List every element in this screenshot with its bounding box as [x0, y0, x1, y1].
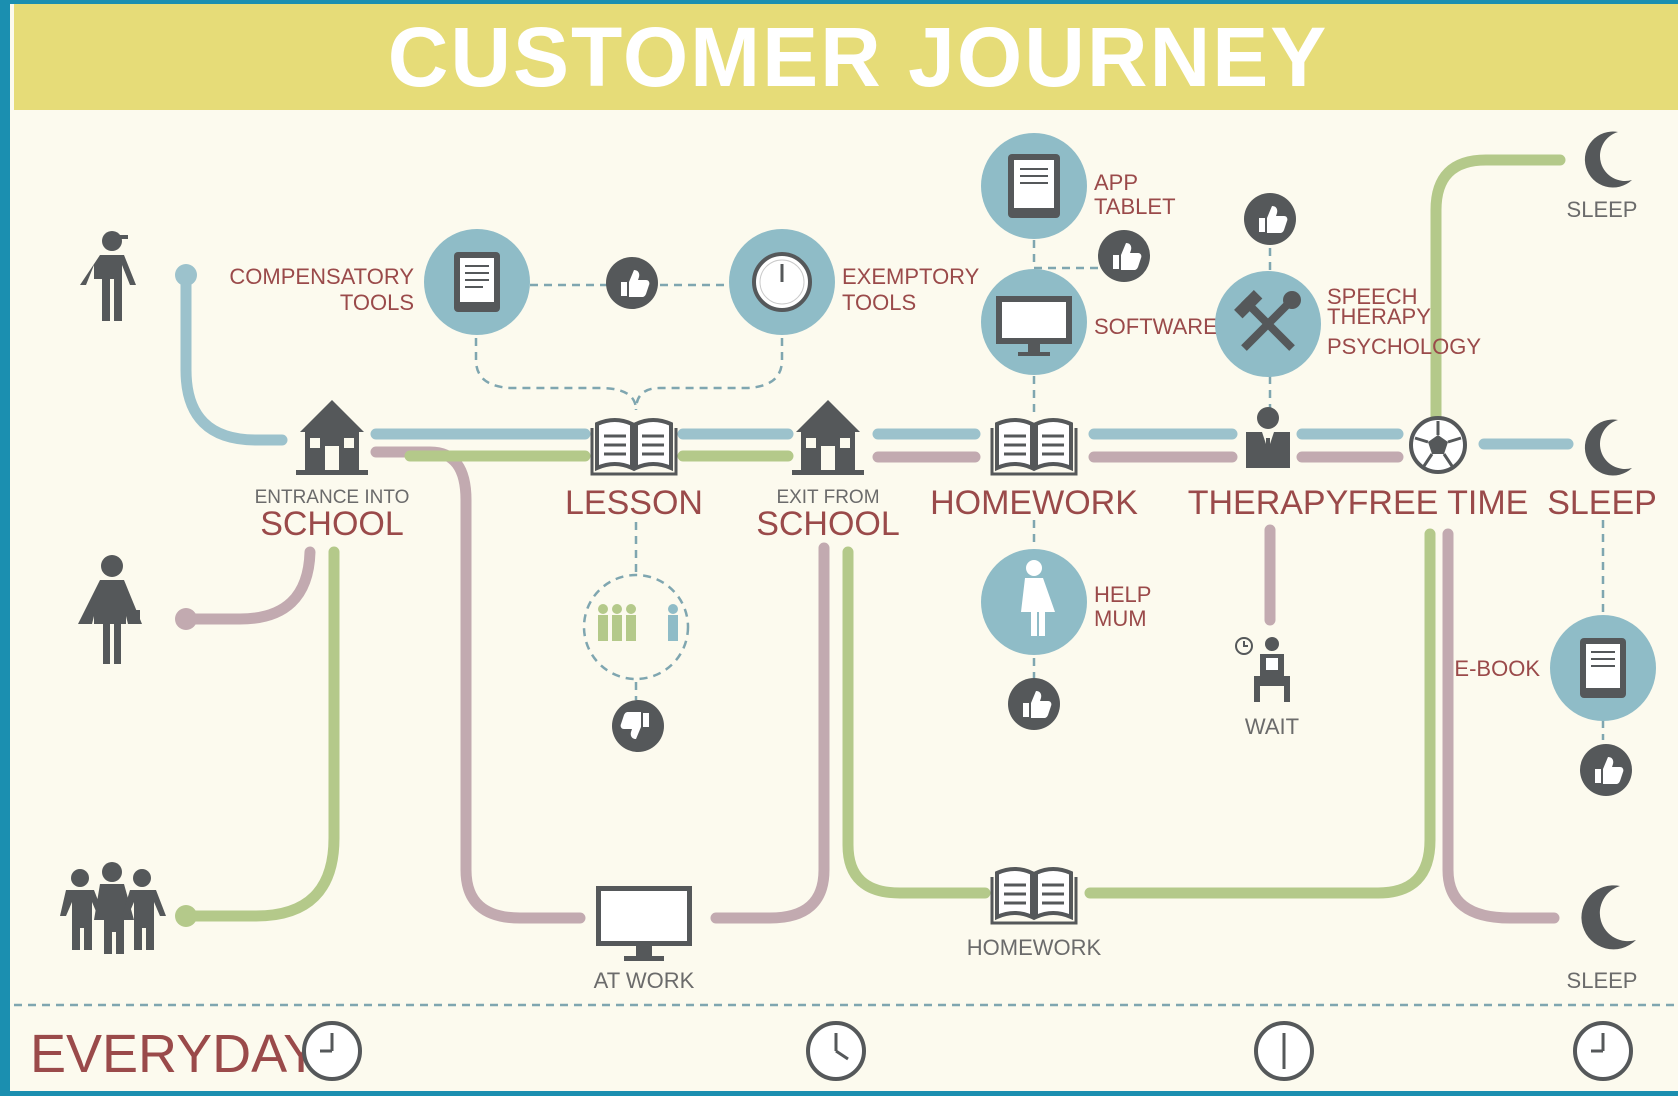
lesson-label: LESSON: [565, 484, 703, 522]
woman-icon-help-mum: [1021, 560, 1055, 636]
at-work-label: AT WORK: [594, 968, 695, 993]
family-journey-line: [180, 154, 1566, 922]
book-icon-lesson: [590, 418, 678, 476]
sleep-label-top: SLEEP: [1567, 197, 1638, 222]
tablet-icon-app: [1008, 154, 1060, 218]
speech-label-1: SPEECH: [1327, 284, 1417, 309]
book-icon-homework: [990, 418, 1078, 476]
exemptory-label-2: TOOLS: [842, 290, 916, 315]
child-icon: [80, 231, 136, 321]
monitor-icon-software: [996, 296, 1072, 356]
page-title: CUSTOMER JOURNEY: [388, 10, 1329, 104]
exit-label-small: EXIT FROM: [776, 487, 879, 508]
software-label: SOFTWARE: [1094, 314, 1218, 339]
sleep-label-middle: SLEEP: [1547, 484, 1657, 522]
help-mum-label-2: MUM: [1094, 606, 1147, 631]
group-icon: [598, 604, 678, 641]
speech-label-3: PSYCHOLOGY: [1327, 334, 1481, 359]
app-tablet-label-2: TABLET: [1094, 194, 1176, 219]
app-tablet-label-1: APP: [1094, 170, 1138, 195]
free-time-label: FREE TIME: [1348, 484, 1529, 522]
therapy-label: THERAPY: [1188, 484, 1349, 522]
entrance-label-big: SCHOOL: [260, 505, 404, 543]
clock-icon-2: [806, 1021, 866, 1081]
monitor-icon-at-work: [596, 886, 692, 961]
everyday-label: EVERYDAY: [30, 1024, 319, 1084]
clock-icon-1: [302, 1021, 362, 1081]
thumbs-up-icon-help-mum: [1008, 678, 1060, 730]
help-mum-label-1: HELP: [1094, 582, 1151, 607]
thumbs-up-icon-app: [1098, 230, 1150, 282]
compensatory-label-1: COMPENSATORY: [229, 264, 414, 289]
clock-icon-4: [1573, 1021, 1633, 1081]
dashed-connectors: [14, 240, 1678, 1007]
thumbs-down-icon-lesson: [612, 700, 664, 752]
waiting-person-icon: [1235, 637, 1290, 702]
title-banner: [14, 4, 1678, 110]
wait-label: WAIT: [1245, 714, 1299, 739]
family-icon: [60, 862, 166, 954]
child-line-start: [175, 264, 197, 286]
moon-icon-bottom: [1581, 885, 1636, 950]
tablet-icon-ebook: [1580, 638, 1626, 698]
clock-icon-3: [1254, 1021, 1314, 1081]
clock-icon-exemptory: [752, 252, 812, 312]
thumbs-up-icon-lesson: [606, 257, 658, 309]
mother-line-start: [175, 608, 197, 630]
compensatory-label-2: TOOLS: [340, 290, 414, 315]
exit-label-big: SCHOOL: [756, 505, 900, 543]
tablet-icon-compensatory: [454, 252, 500, 312]
exemptory-label-1: EXEMPTORY: [842, 264, 980, 289]
homework-bottom-label: HOMEWORK: [967, 935, 1102, 960]
group-circle: [582, 573, 690, 681]
sleep-label-bottom: SLEEP: [1567, 968, 1638, 993]
therapist-icon: [1246, 407, 1290, 468]
book-icon-homework-bottom: [990, 867, 1078, 925]
entrance-label-small: ENTRANCE INTO: [255, 487, 410, 508]
family-line-start: [175, 905, 197, 927]
child-journey-line: [180, 269, 1574, 450]
speech-label-2: THERAPY: [1327, 304, 1431, 329]
mother-journey-line: [180, 446, 1560, 924]
thumbs-up-icon-ebook: [1580, 744, 1632, 796]
moon-icon-top: [1584, 131, 1632, 188]
homework-label: HOMEWORK: [930, 484, 1138, 522]
tools-icon: [1234, 290, 1301, 351]
ebook-label: E-BOOK: [1454, 656, 1540, 681]
soccer-ball-icon: [1409, 416, 1467, 474]
thumbs-up-icon-therapy: [1244, 193, 1296, 245]
moon-icon-middle: [1584, 419, 1632, 476]
mother-icon: [78, 555, 142, 664]
